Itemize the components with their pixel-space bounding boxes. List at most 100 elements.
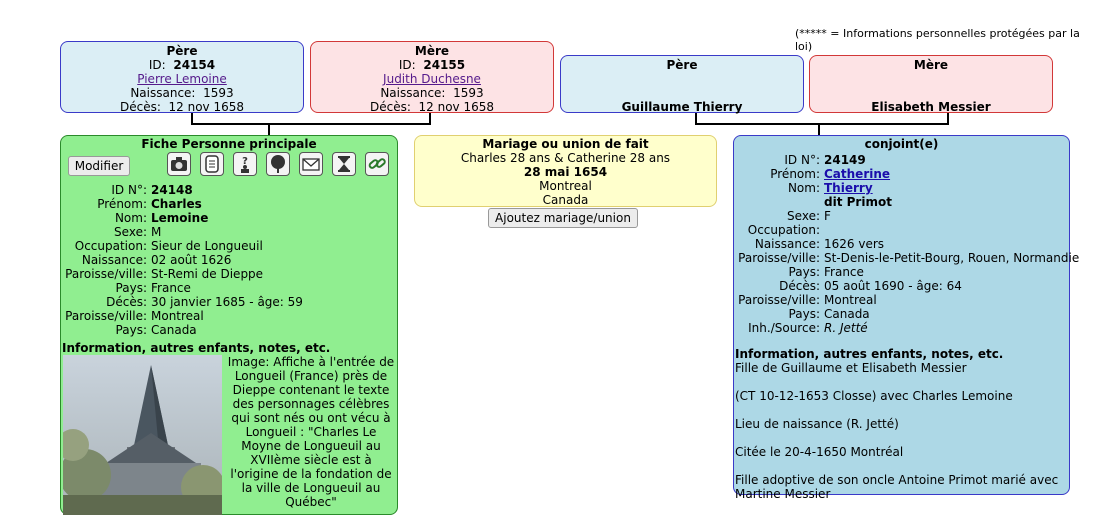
spouse-mother-card: Mère Elisabeth Messier bbox=[809, 55, 1053, 114]
svg-text:?: ? bbox=[242, 156, 248, 167]
father-card: Père ID: 24154 Pierre Lemoine Naissance:… bbox=[60, 41, 304, 114]
church-photo bbox=[63, 355, 222, 515]
photo-caption: Image: Affiche à l'entrée de Longueil (F… bbox=[227, 355, 395, 509]
field-label: Décès: bbox=[779, 279, 820, 293]
connector-sparents-h bbox=[695, 123, 949, 125]
field-label: Sexe: bbox=[787, 209, 820, 223]
father-role: Père bbox=[166, 44, 198, 58]
field-label: Paroisse/ville: bbox=[65, 309, 147, 323]
spouse-last-link[interactable]: Thierry bbox=[824, 181, 873, 195]
field-label: Prénom: bbox=[97, 197, 147, 211]
field-value: M bbox=[151, 225, 162, 239]
father-death-row: Décès: 12 nov 1658 bbox=[119, 100, 245, 114]
marriage-card: Mariage ou union de fait Charles 28 ans … bbox=[414, 135, 717, 207]
field-label: Inh./Source: bbox=[748, 321, 820, 335]
spouse-father-card: Père Guillaume Thierry bbox=[560, 55, 804, 114]
field-label: Pays: bbox=[788, 265, 820, 279]
marriage-date: 28 mai 1654 bbox=[523, 165, 608, 179]
add-marriage-button[interactable]: Ajoutez mariage/union bbox=[488, 208, 638, 228]
spouse-mother-name: Elisabeth Messier bbox=[871, 100, 991, 114]
mother-id: 24155 bbox=[423, 58, 466, 72]
marriage-place: Montreal bbox=[539, 179, 592, 193]
field-value: Montreal bbox=[151, 309, 204, 323]
note-line: Citée le 20-4-1650 Montréal bbox=[735, 445, 904, 459]
document-icon[interactable] bbox=[200, 152, 224, 176]
field-label: Paroisse/ville: bbox=[738, 251, 820, 265]
connector-smother-down bbox=[947, 113, 949, 125]
hourglass-icon[interactable] bbox=[332, 152, 356, 176]
note-line: (CT 10-12-1653 Closse) avec Charles Lemo… bbox=[735, 389, 1013, 403]
spouse-mother-role: Mère bbox=[913, 58, 949, 72]
main-info-title: Information, autres enfants, notes, etc. bbox=[62, 341, 331, 355]
field-label: Naissance: bbox=[754, 237, 820, 251]
field-value: Canada bbox=[151, 323, 197, 337]
field-value: St-Remi de Dieppe bbox=[151, 267, 264, 281]
link-icon[interactable] bbox=[365, 152, 389, 176]
spouse-notes: Information, autres enfants, notes, etc.… bbox=[735, 347, 1067, 515]
connector-parents-h bbox=[191, 123, 431, 125]
field-label: Occupation: bbox=[747, 223, 820, 237]
field-label: ID N°: bbox=[111, 183, 147, 197]
field-value: 30 janvier 1685 - âge: 59 bbox=[151, 295, 303, 309]
connector-spouse-up bbox=[818, 123, 820, 135]
note-line: Fille de Guillaume et Elisabeth Messier bbox=[735, 361, 967, 375]
field-label: Pays: bbox=[115, 281, 147, 295]
field-value: St-Denis-le-Petit-Bourg, Rouen, Normandi… bbox=[824, 251, 1080, 265]
spouse-id: 24149 bbox=[824, 153, 866, 167]
connector-main-up bbox=[268, 123, 270, 135]
camera-icon[interactable] bbox=[167, 152, 191, 176]
field-label: Paroisse/ville: bbox=[65, 267, 147, 281]
marriage-title: Mariage ou union de fait bbox=[482, 137, 649, 151]
father-birth: 1593 bbox=[203, 86, 234, 100]
marriage-country: Canada bbox=[542, 193, 589, 207]
field-label: Pays: bbox=[115, 323, 147, 337]
envelope-icon[interactable] bbox=[299, 152, 323, 176]
field-label: Pays: bbox=[788, 307, 820, 321]
edit-button[interactable]: Modifier bbox=[68, 156, 130, 176]
note-line: Lieu de naissance (R. Jetté) bbox=[735, 417, 899, 431]
spouse-alias: dit Primot bbox=[824, 195, 892, 209]
connector-father-down bbox=[191, 113, 193, 125]
field-label: Décès: bbox=[106, 295, 147, 309]
mother-role: Mère bbox=[414, 44, 450, 58]
father-name-link[interactable]: Pierre Lemoine bbox=[137, 72, 227, 86]
field-value: France bbox=[824, 265, 864, 279]
legal-notice: (***** = Informations personnelles proté… bbox=[795, 27, 1080, 53]
field-value: France bbox=[151, 281, 191, 295]
father-id: 24154 bbox=[173, 58, 216, 72]
question-person-icon[interactable]: ? bbox=[233, 152, 257, 176]
field-value: 02 août 1626 bbox=[151, 253, 232, 267]
field-value: R. Jetté bbox=[824, 321, 868, 335]
mother-death: 12 nov 1658 bbox=[418, 100, 495, 114]
main-person-card: Fiche Personne principale Modifier ? ID … bbox=[60, 135, 398, 515]
field-value: 05 août 1690 - âge: 64 bbox=[824, 279, 962, 293]
mother-id-row: ID: 24155 bbox=[398, 58, 466, 72]
spouse-father-role: Père bbox=[666, 58, 698, 72]
connector-sfather-down bbox=[695, 113, 697, 125]
field-value: Montreal bbox=[824, 293, 877, 307]
mother-name-link[interactable]: Judith Duchesne bbox=[383, 72, 481, 86]
field-value: Lemoine bbox=[151, 211, 209, 225]
field-value: F bbox=[824, 209, 831, 223]
spouse-father-name: Guillaume Thierry bbox=[621, 100, 743, 114]
spouse-info-title: Information, autres enfants, notes, etc. bbox=[735, 347, 1004, 361]
spouse-first-link[interactable]: Catherine bbox=[824, 167, 891, 181]
father-birth-row: Naissance: 1593 bbox=[130, 86, 234, 100]
tree-icon[interactable] bbox=[266, 152, 290, 176]
main-person-title: Fiche Personne principale bbox=[141, 137, 317, 151]
field-label: Occupation: bbox=[74, 239, 147, 253]
mother-card: Mère ID: 24155 Judith Duchesne Naissance… bbox=[310, 41, 554, 114]
field-value: Sieur de Longueuil bbox=[151, 239, 263, 253]
mother-birth: 1593 bbox=[453, 86, 484, 100]
field-value: 1626 vers bbox=[824, 237, 885, 251]
field-label: Nom: bbox=[114, 211, 147, 225]
field-label: Sexe: bbox=[114, 225, 147, 239]
spouse-card: conjoint(e) ID N°: 24149 Prénom: Catheri… bbox=[733, 135, 1079, 501]
marriage-ages: Charles 28 ans & Catherine 28 ans bbox=[460, 151, 671, 165]
mother-birth-row: Naissance: 1593 bbox=[380, 86, 484, 100]
field-value: Charles bbox=[151, 197, 202, 211]
spouse-title: conjoint(e) bbox=[864, 137, 939, 151]
father-id-row: ID: 24154 bbox=[148, 58, 216, 72]
mother-death-row: Décès: 12 nov 1658 bbox=[369, 100, 495, 114]
father-death: 12 nov 1658 bbox=[168, 100, 245, 114]
